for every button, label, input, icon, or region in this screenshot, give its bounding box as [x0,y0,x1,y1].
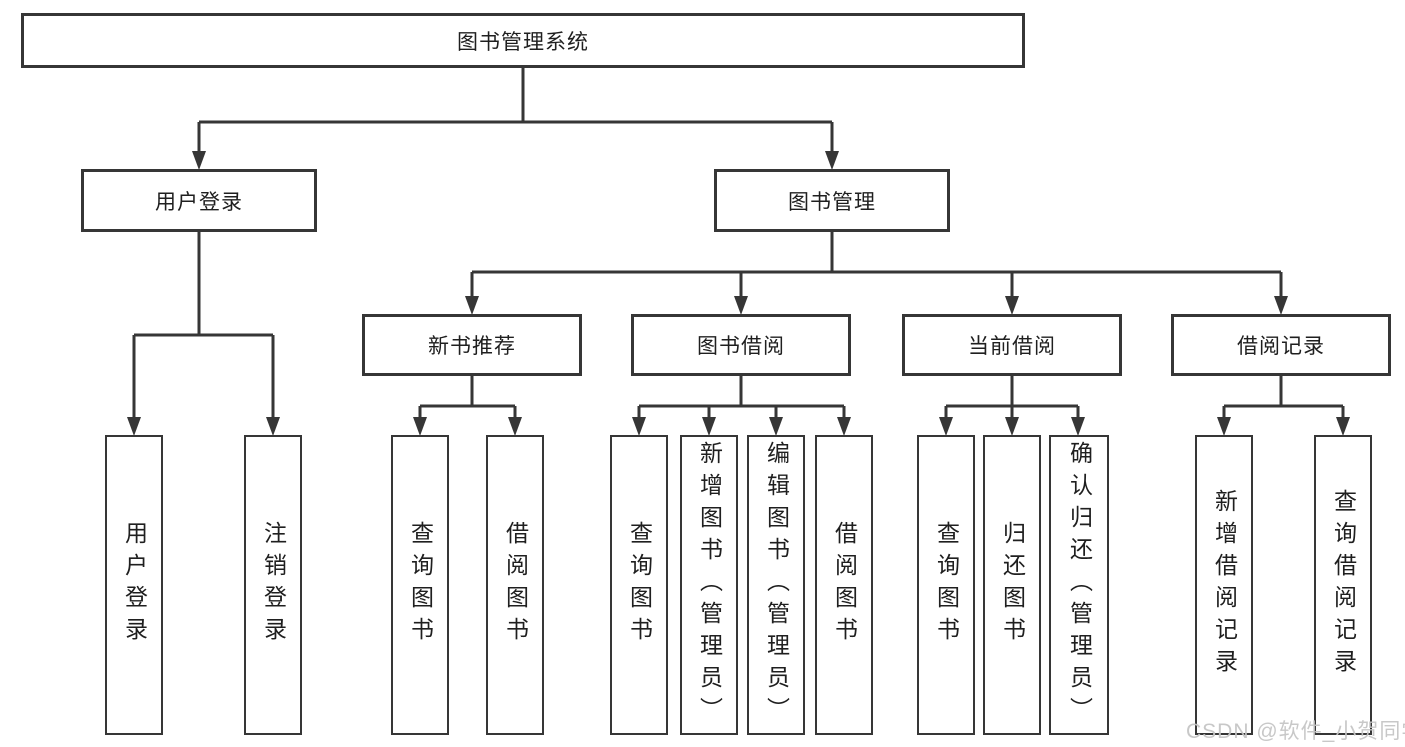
leaf-label: 用户登录 [121,521,148,649]
leaf-confirm-return-admin: 确认归还（管理员） [1049,435,1109,735]
leaf-label: 注销登录 [260,521,287,649]
node-system-root: 图书管理系统 [21,13,1025,68]
leaf-label: 确认归还（管理员） [1066,441,1093,729]
node-label: 用户登录 [155,190,243,214]
leaf-query-books-borrow: 查询图书 [610,435,668,735]
leaf-label: 归还图书 [999,521,1026,649]
node-user-login: 用户登录 [81,169,317,232]
node-label: 新书推荐 [428,335,516,358]
node-label: 当前借阅 [968,335,1056,358]
leaf-query-borrow-record: 查询借阅记录 [1314,435,1372,735]
node-borrowing-records: 借阅记录 [1171,314,1391,376]
leaf-label: 查询图书 [933,521,960,649]
leaf-user-login: 用户登录 [105,435,163,735]
leaf-label: 查询图书 [626,521,653,649]
node-label: 图书管理系统 [457,30,589,54]
leaf-edit-books-admin: 编辑图书（管理员） [747,435,805,735]
node-new-book-recommend: 新书推荐 [362,314,582,376]
leaf-label: 新增借阅记录 [1211,489,1238,681]
leaf-label: 借阅图书 [502,521,529,649]
leaf-label: 查询借阅记录 [1330,489,1357,681]
leaf-query-books-recommend: 查询图书 [391,435,449,735]
node-current-borrowing: 当前借阅 [902,314,1122,376]
node-book-borrowing: 图书借阅 [631,314,851,376]
node-book-management: 图书管理 [714,169,950,232]
node-label: 图书管理 [788,190,876,214]
leaf-borrow-books: 借阅图书 [815,435,873,735]
leaf-label: 编辑图书（管理员） [763,441,790,729]
node-label: 图书借阅 [697,335,785,358]
leaf-add-books-admin: 新增图书（管理员） [680,435,738,735]
leaf-label: 查询图书 [407,521,434,649]
leaf-borrow-books-recommend: 借阅图书 [486,435,544,735]
leaf-add-borrow-record: 新增借阅记录 [1195,435,1253,735]
node-label: 借阅记录 [1237,335,1325,358]
leaf-label: 借阅图书 [831,521,858,649]
leaf-query-books-current: 查询图书 [917,435,975,735]
leaf-return-books: 归还图书 [983,435,1041,735]
leaf-label: 新增图书（管理员） [696,441,723,729]
csdn-watermark: CSDN @软件_小贺同学 [1186,720,1405,743]
leaf-logout: 注销登录 [244,435,302,735]
